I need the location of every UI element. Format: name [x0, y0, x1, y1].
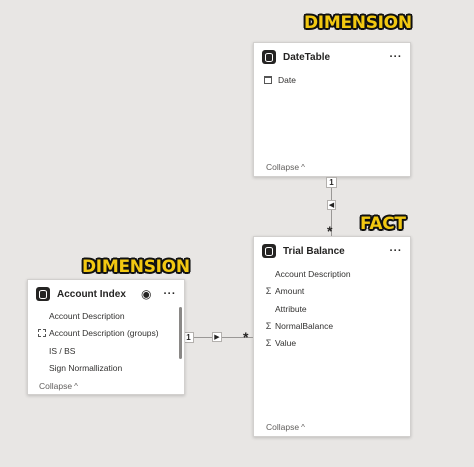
field-attribute[interactable]: Attribute [254, 300, 410, 317]
field-account-description-groups[interactable]: Account Description (groups) [28, 324, 184, 341]
field-sign-normallization[interactable]: Sign Normallization [28, 359, 184, 376]
field-label: Amount [275, 285, 305, 296]
trial-balance-title: Trial Balance [283, 245, 345, 257]
calendar-icon [264, 75, 272, 84]
fact-label: FACT [360, 214, 406, 234]
account-index-card[interactable]: Account Index ◉ ··· Account Description … [27, 279, 185, 395]
field-label: IS / BS [49, 345, 76, 356]
filter-direction-arrow-icon: ◀ [327, 200, 336, 210]
field-value[interactable]: Σ Value [254, 334, 410, 351]
chevron-up-icon: ^ [74, 382, 78, 391]
sigma-icon: Σ [265, 337, 272, 348]
table-icon [262, 244, 276, 258]
chevron-up-icon: ^ [301, 163, 305, 172]
field-account-description[interactable]: Account Description [28, 307, 184, 324]
trial-balance-header[interactable]: Trial Balance ··· [254, 237, 410, 265]
more-options-icon[interactable]: ··· [163, 288, 176, 300]
table-icon [262, 50, 276, 64]
sigma-icon: Σ [265, 320, 272, 331]
field-label: Value [275, 337, 297, 348]
field-amount[interactable]: Σ Amount [254, 282, 410, 299]
trial-balance-card[interactable]: Trial Balance ··· Account Description Σ … [253, 236, 411, 437]
datetable-title: DateTable [283, 51, 331, 63]
account-index-title: Account Index [57, 288, 126, 300]
datetable-dimension-label: DIMENSION [304, 13, 412, 33]
field-label: Sign Normallization [49, 362, 123, 373]
cardinality-many-star: * [243, 329, 249, 345]
field-label: Account Description [275, 268, 351, 279]
chevron-up-icon: ^ [301, 423, 305, 432]
account-index-collapse-button[interactable]: Collapse^ [39, 381, 78, 391]
field-account-description[interactable]: Account Description [254, 265, 410, 282]
cardinality-one-badge: 1 [326, 177, 337, 188]
more-options-icon[interactable]: ··· [389, 51, 402, 63]
cardinality-many-star: * [327, 223, 333, 239]
account-index-header[interactable]: Account Index ◉ ··· [28, 280, 184, 308]
field-label: Account Description (groups) [49, 327, 159, 338]
datetable-collapse-button[interactable]: Collapse^ [266, 162, 305, 172]
table-icon [36, 287, 50, 301]
group-icon [38, 328, 46, 337]
sigma-icon: Σ [265, 285, 272, 296]
vertical-scrollbar[interactable] [179, 307, 182, 359]
account-dimension-label: DIMENSION [82, 257, 190, 277]
more-options-icon[interactable]: ··· [389, 245, 402, 257]
collapse-label: Collapse [266, 422, 300, 432]
field-date[interactable]: Date [254, 71, 410, 88]
datetable-header[interactable]: DateTable ··· [254, 43, 410, 71]
collapse-label: Collapse [266, 162, 300, 172]
field-label: NormalBalance [275, 320, 334, 331]
eye-icon[interactable]: ◉ [141, 287, 152, 301]
collapse-label: Collapse [39, 381, 73, 391]
field-label: Account Description [49, 310, 125, 321]
filter-direction-arrow-icon: ▶ [212, 332, 222, 342]
field-label: Attribute [275, 303, 307, 314]
trial-balance-collapse-button[interactable]: Collapse^ [266, 422, 305, 432]
field-label: Date [278, 74, 296, 85]
datetable-card[interactable]: DateTable ··· Date Collapse^ [253, 42, 411, 177]
field-normal-balance[interactable]: Σ NormalBalance [254, 317, 410, 334]
field-is-bs[interactable]: IS / BS [28, 342, 184, 359]
